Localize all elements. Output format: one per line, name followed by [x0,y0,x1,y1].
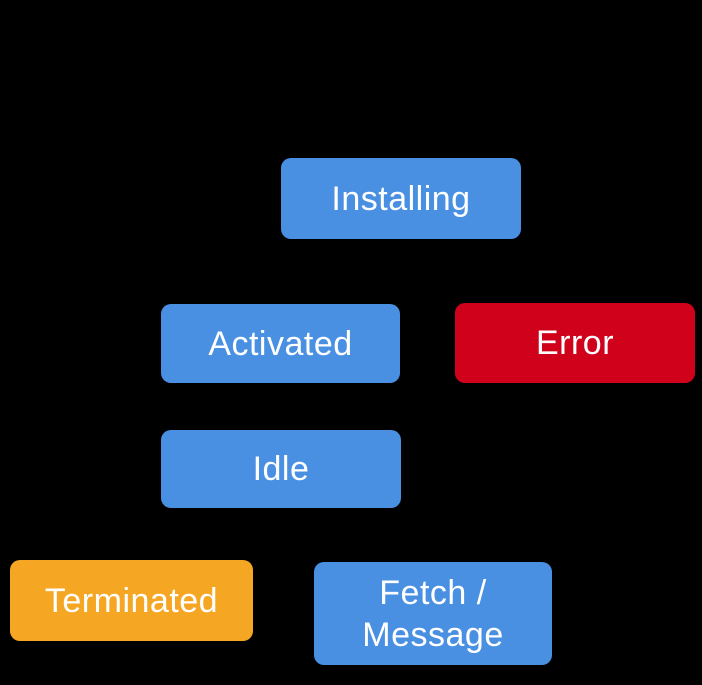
state-node-fetch-message: Fetch / Message [314,562,552,665]
state-node-error: Error [455,303,695,383]
state-node-terminated: Terminated [10,560,253,641]
state-node-installing: Installing [281,158,521,239]
state-node-activated: Activated [161,304,400,383]
state-node-idle: Idle [161,430,401,508]
